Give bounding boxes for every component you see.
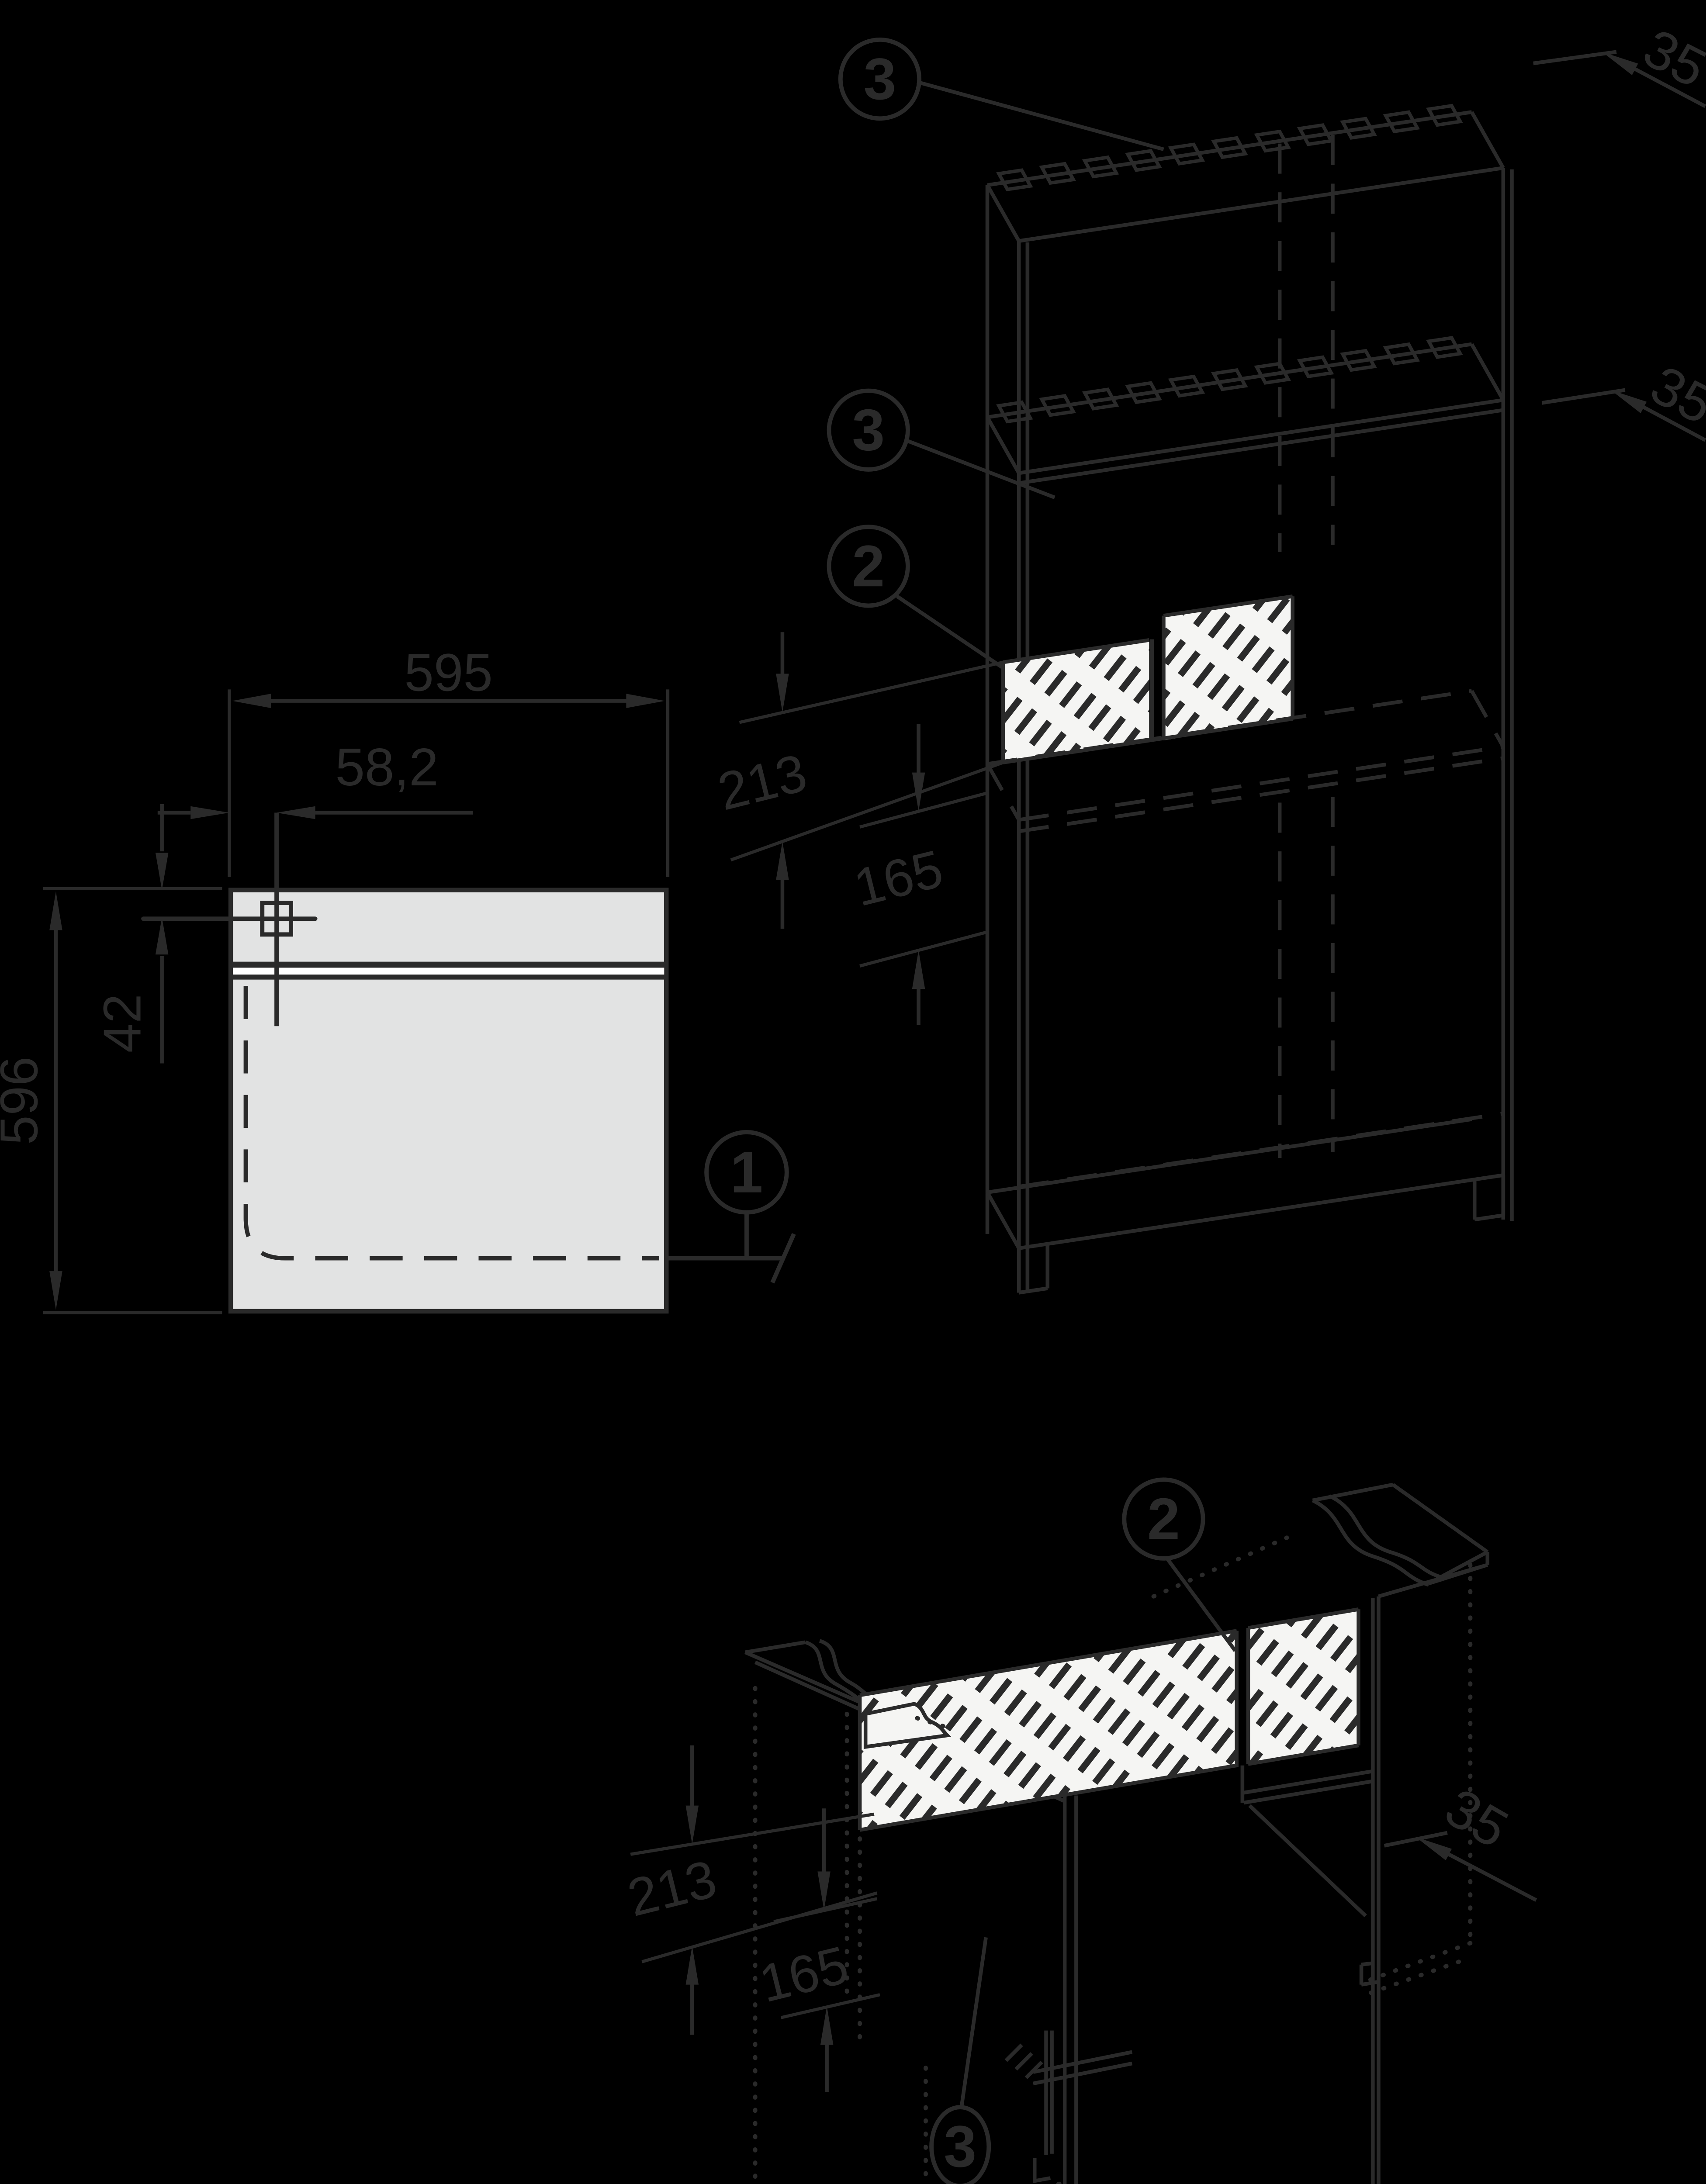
hidden-dotted-edges <box>753 1535 1473 2184</box>
vent-ref-edge <box>1533 50 1617 66</box>
callout-2-number: 2 <box>852 533 885 599</box>
callout-2-base-leader <box>1165 1556 1237 1652</box>
lower-shelf-dashed <box>986 689 1505 833</box>
callout-3-top-leader <box>917 80 1164 151</box>
cabinet-top-face <box>986 110 1505 243</box>
right-cabinet-top <box>1312 1482 1490 1598</box>
break-wave <box>1329 1494 1444 1580</box>
callout-3-base-leader <box>959 1937 988 2107</box>
callout-3-top-badge <box>838 37 922 121</box>
vent-arrow-tail <box>1448 1852 1537 1902</box>
hidden-dotted-edge <box>915 1716 952 1731</box>
callout-1-badge <box>704 1130 789 1215</box>
callout-3-shelf-leader <box>905 438 1055 499</box>
plinth-vent-marks <box>1004 2043 1043 2079</box>
dim-shelf-distance-base-label: 165 <box>754 1935 854 2014</box>
dim-ref-lines <box>730 660 1004 862</box>
callout-2-base-badge <box>1122 1477 1205 1561</box>
niche-floor-edges <box>1240 1765 1374 1918</box>
vent-arrow-tail <box>1634 67 1706 108</box>
divider-stripe <box>233 968 664 975</box>
dim-shelf-distance-label: 165 <box>848 839 948 918</box>
cut-shelf-piece <box>863 1702 952 1749</box>
cabinet-base <box>986 1117 1505 1295</box>
callout-3-shelf-badge <box>827 388 910 472</box>
vent-gap-shelf-label: 35 <box>1641 354 1706 436</box>
vent-gap-rear-label: 35 <box>1435 1777 1518 1860</box>
reference-tick <box>770 1233 796 1284</box>
callout-3-top-number: 3 <box>864 46 896 112</box>
dim-ref-lines <box>630 1812 878 1963</box>
front-view: 1 595 58,2 596 42 <box>0 643 796 1314</box>
vent-arrow-tail <box>1643 405 1706 442</box>
dim-ref-lines <box>773 1897 880 2019</box>
right-cabinet-front-edge <box>1359 1596 1381 2184</box>
callout-3-shelf-number: 3 <box>852 397 885 463</box>
break-wave <box>1312 1499 1429 1587</box>
callout-2-leader <box>896 594 1004 670</box>
callout-1-number: 1 <box>730 1140 763 1205</box>
dim-niche-height-label: 213 <box>712 743 812 822</box>
niche-cutout <box>1001 594 1294 764</box>
base-unit-view: 2 3 213 165 35 <box>622 1477 1537 2184</box>
hidden-edges-lower <box>1018 797 1504 1189</box>
vent-gap-top-label: 35 <box>1634 17 1706 99</box>
cabinet-vertical-edges <box>985 168 1514 1293</box>
dim-niche-height-base-label: 213 <box>622 1849 722 1928</box>
left-plinth <box>1032 2030 1133 2184</box>
callout-3-base-badge <box>929 2105 991 2184</box>
dim-offset-label: 58,2 <box>336 737 439 797</box>
dim-shelf-distance-base <box>822 1808 829 2092</box>
dim-height-label: 596 <box>0 1057 48 1145</box>
door-projection-dashed <box>243 986 659 1261</box>
dim-width-label: 595 <box>404 643 492 702</box>
tall-unit-view: 3 3 2 35 35 213 165 <box>712 17 1706 1295</box>
vent-ref-edge <box>1384 1831 1448 1848</box>
callout-3-base-number: 3 <box>944 2114 976 2179</box>
callout-2-base-number: 2 <box>1147 1486 1180 1552</box>
upper-shelf <box>986 342 1505 485</box>
callout-2-badge <box>827 525 910 608</box>
dim-ref-lines <box>859 791 990 968</box>
appliance-front-panel <box>228 888 669 1314</box>
vent-ref-edge <box>1541 388 1626 405</box>
niche-cutout-base <box>858 1607 1360 1832</box>
dim-top-offset-label: 42 <box>92 994 152 1053</box>
hidden-edges-upper <box>1277 135 1335 552</box>
